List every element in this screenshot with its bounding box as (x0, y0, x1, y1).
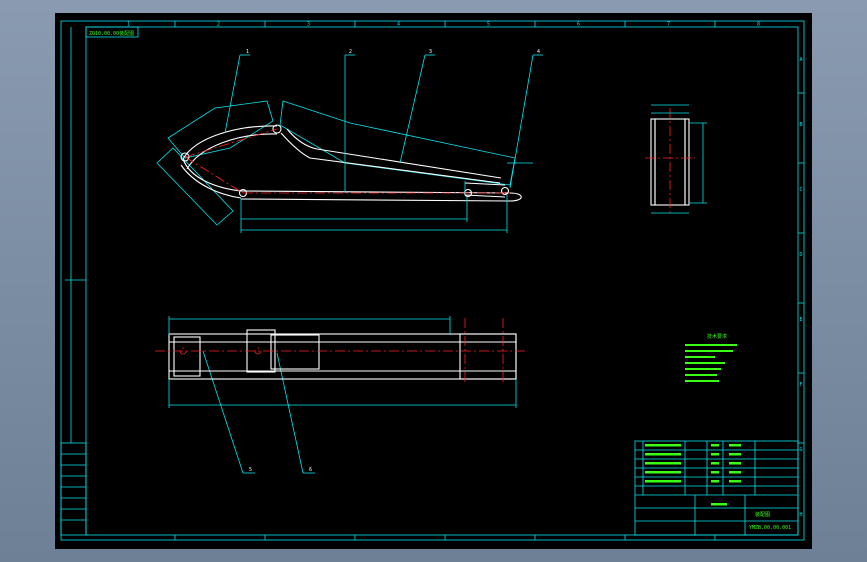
zone-labels-top: 1 2 3 4 5 6 7 8 (127, 22, 760, 28)
code-box (85, 26, 139, 38)
balloon-5: 5 (249, 467, 252, 473)
side-view (645, 104, 707, 214)
balloon-2: 2 (349, 49, 352, 55)
part-balloons: 1 2 3 4 5 6 (246, 49, 540, 473)
zone-number-8: 8 (757, 22, 760, 28)
zone-letter-G: G (800, 447, 803, 453)
zone-letter-D: D (800, 252, 803, 258)
title-block: 装配图 YMZB.00.00.001 (634, 440, 799, 536)
linkage-main-view (156, 100, 533, 233)
zone-letter-C: C (800, 187, 803, 193)
zone-number-5: 5 (487, 22, 490, 28)
technical-requirements: 技术要求 (685, 333, 737, 382)
drawing-title: 装配图 (755, 511, 770, 518)
balloon-4: 4 (537, 49, 540, 55)
drawing-canvas: 1 2 3 4 5 6 7 8 A B C D E F G H ZQ10.00.00装配图 (60, 20, 805, 541)
zone-letter-A: A (800, 57, 803, 63)
zone-number-2: 2 (217, 22, 220, 28)
balloon-leaders (202, 54, 543, 474)
zone-letter-F: F (800, 382, 803, 388)
zone-number-7: 7 (667, 22, 670, 28)
top-view (155, 316, 525, 408)
zone-letter-H: H (800, 512, 803, 518)
zone-number-1: 1 (127, 22, 130, 28)
outer-frame (60, 20, 805, 541)
zone-number-3: 3 (307, 22, 310, 28)
zone-number-4: 4 (397, 22, 400, 28)
zone-letter-B: B (800, 122, 803, 128)
zone-number-6: 6 (577, 22, 580, 28)
tech-requirements-title: 技术要求 (707, 333, 727, 340)
balloon-6: 6 (309, 467, 312, 473)
balloon-3: 3 (429, 49, 432, 55)
zone-ticks (65, 21, 804, 540)
zone-labels-right: A B C D E F G H (800, 57, 803, 518)
revision-strip (60, 442, 87, 536)
drawing-number: YMZB.00.00.001 (749, 525, 791, 531)
drawing-sheet: 1 2 3 4 5 6 7 8 A B C D E F G H ZQ10.00.00装配图 (55, 13, 812, 549)
inner-frame (85, 26, 799, 536)
zone-letter-E: E (800, 317, 803, 323)
code-box-text: ZQ10.00.00装配图 (89, 30, 134, 37)
balloon-1: 1 (246, 49, 249, 55)
